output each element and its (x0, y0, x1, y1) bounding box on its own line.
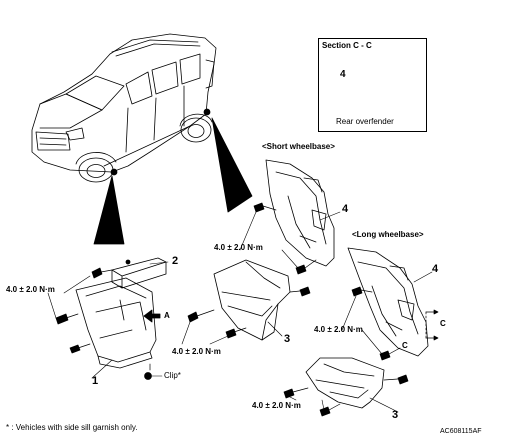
part-number-3-upper: 3 (284, 333, 291, 345)
part-number-4-short: 4 (342, 203, 349, 215)
leader-wedge-rear (211, 117, 253, 213)
part-number-2: 2 (172, 255, 179, 267)
section-cc-inset (318, 38, 427, 132)
vehicle-illustration (31, 33, 217, 183)
section-marker-label-top: C (440, 319, 446, 328)
long-wheelbase-caption: <Long wheelbase> (352, 230, 424, 239)
rear-mud-guard-lower (305, 357, 385, 409)
footnote: * : Vehicles with side sill garnish only… (6, 423, 138, 432)
torque-spec-lower-guard: 4.0 ± 2.0 N·m (252, 401, 301, 410)
rear-mud-guard-upper (213, 259, 291, 341)
part-number-4-long: 4 (432, 263, 439, 275)
front-bracket (111, 257, 167, 289)
torque-spec-short-liner: 4.0 ± 2.0 N·m (214, 243, 263, 252)
short-wheelbase-caption: <Short wheelbase> (262, 142, 335, 151)
front-mud-guard (75, 277, 157, 369)
diagram-code: AC608115AF (440, 428, 482, 435)
clip-label: Clip* (164, 371, 181, 380)
rear-overfender-label: Rear overfender (336, 117, 394, 126)
torque-spec-upper-guard: 4.0 ± 2.0 N·m (172, 347, 221, 356)
part-number-3-lower: 3 (392, 409, 399, 421)
view-arrow-label: A (164, 311, 170, 320)
leader-wedge-front (93, 175, 125, 245)
leader-lines (47, 211, 433, 413)
torque-spec-front: 4.0 ± 2.0 N·m (6, 285, 55, 294)
short-wheelbase-liner (265, 159, 335, 267)
section-part-number: 4 (340, 69, 346, 80)
section-cc-title: Section C - C (322, 41, 372, 50)
long-wheelbase-liner (347, 247, 429, 357)
part-number-1: 1 (92, 375, 99, 387)
view-arrow-a (143, 309, 161, 323)
section-marker-label-bottom: C (402, 341, 408, 350)
fasteners (55, 202, 409, 417)
torque-spec-long-liner: 4.0 ± 2.0 N·m (314, 325, 363, 334)
section-marker-cc (425, 309, 439, 341)
